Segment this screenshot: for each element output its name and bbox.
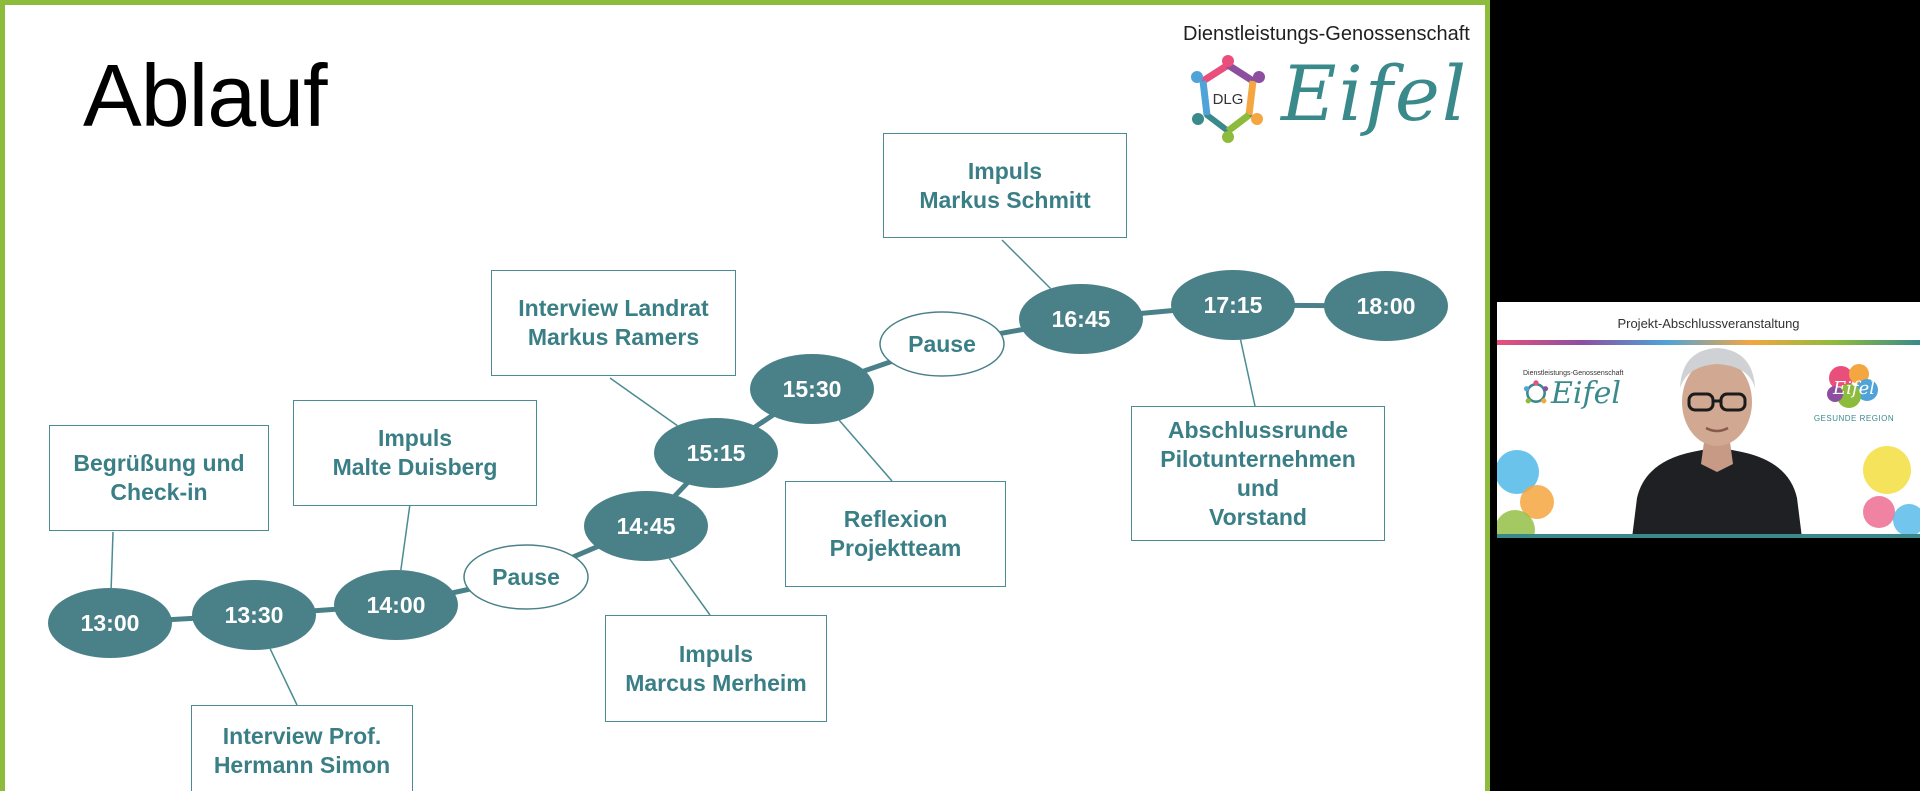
webcam-dlg-logo: Dienstleistungs-Genossenschaft Eifel bbox=[1523, 370, 1643, 411]
time-node: 18:00 bbox=[1324, 271, 1448, 341]
slide-title: Ablauf bbox=[83, 46, 328, 145]
logo-name: Eifel bbox=[1281, 49, 1469, 138]
dlg-people-circle-icon bbox=[1523, 380, 1549, 404]
pause-label: Pause bbox=[908, 331, 976, 357]
time-label: 15:15 bbox=[687, 440, 746, 466]
webcam-logo-name: Eifel bbox=[1551, 376, 1621, 411]
session-leader-line bbox=[1239, 339, 1256, 407]
time-ellipse bbox=[192, 580, 316, 650]
time-label: 14:45 bbox=[617, 513, 676, 539]
gesunde-region-logo: Eifel GESUNDE REGION bbox=[1809, 360, 1899, 430]
session-leader-line bbox=[838, 419, 893, 482]
webcam-bottom-stripe bbox=[1497, 534, 1920, 538]
time-node: 17:15 bbox=[1171, 270, 1295, 340]
pause-label: Pause bbox=[492, 564, 560, 590]
session-leader-line bbox=[609, 377, 678, 427]
gesunde-region-tagline: GESUNDE REGION bbox=[1813, 414, 1895, 423]
session-leader-line bbox=[400, 503, 411, 571]
time-ellipse bbox=[334, 570, 458, 640]
time-ellipse bbox=[750, 354, 874, 424]
time-label: 13:30 bbox=[225, 602, 284, 628]
time-node: 15:15 bbox=[654, 418, 778, 488]
time-label: 13:00 bbox=[81, 610, 140, 636]
webcam-title: Projekt-Abschlussveranstaltung bbox=[1617, 316, 1800, 331]
logo-badge: DLG bbox=[1213, 91, 1244, 108]
session-box: Abschlussrunde Pilotunternehmen und Vors… bbox=[1131, 406, 1385, 541]
time-label: 16:45 bbox=[1052, 306, 1111, 332]
time-ellipse bbox=[1171, 270, 1295, 340]
time-node: 16:45 bbox=[1019, 284, 1143, 354]
time-ellipse bbox=[584, 491, 708, 561]
dlg-eifel-logo: Dienstleistungs-Genossenschaft DLG Eifel bbox=[1173, 23, 1473, 143]
session-box: Reflexion Projektteam bbox=[785, 481, 1006, 587]
gesunde-region-name: Eifel bbox=[1832, 378, 1875, 399]
time-label: 18:00 bbox=[1357, 293, 1416, 319]
session-leader-line bbox=[269, 648, 298, 706]
time-node: 15:30 bbox=[750, 354, 874, 424]
time-ellipse bbox=[654, 418, 778, 488]
time-label: 17:15 bbox=[1204, 292, 1263, 318]
time-label: 15:30 bbox=[783, 376, 842, 402]
session-leader-line bbox=[110, 531, 114, 589]
logo-tagline: Dienstleistungs-Genossenschaft bbox=[1183, 23, 1470, 45]
session-box: Impuls Marcus Merheim bbox=[605, 615, 827, 722]
pause-node: Pause bbox=[879, 311, 1005, 377]
session-box: Impuls Malte Duisberg bbox=[293, 400, 537, 506]
pause-ellipse bbox=[463, 544, 589, 610]
session-box: Interview Prof. Hermann Simon bbox=[191, 705, 413, 791]
session-leader-line bbox=[1001, 239, 1052, 290]
webcam-color-stripe bbox=[1497, 340, 1920, 345]
time-ellipse bbox=[48, 588, 172, 658]
time-node: 14:45 bbox=[584, 491, 708, 561]
session-box: Interview Landrat Markus Ramers bbox=[491, 270, 736, 376]
dlg-people-circle-icon: DLG bbox=[1191, 55, 1265, 143]
time-ellipse bbox=[1019, 284, 1143, 354]
pause-ellipse bbox=[879, 311, 1005, 377]
pause-node: Pause bbox=[463, 544, 589, 610]
webcam-video[interactable]: Projekt-Abschlussveranstaltung Dienstlei… bbox=[1497, 302, 1920, 538]
time-node: 14:00 bbox=[334, 570, 458, 640]
session-box: Impuls Markus Schmitt bbox=[883, 133, 1127, 238]
webcam-logo-tagline: Dienstleistungs-Genossenschaft bbox=[1523, 370, 1624, 377]
session-leader-line bbox=[668, 557, 711, 616]
webcam-presenter bbox=[1497, 348, 1920, 538]
gesunde-region-icon: Eifel bbox=[1827, 364, 1878, 408]
time-node: 13:00 bbox=[48, 588, 172, 658]
session-box: Begrüßung und Check-in bbox=[49, 425, 269, 531]
time-ellipse bbox=[1324, 271, 1448, 341]
time-node: 13:30 bbox=[192, 580, 316, 650]
presentation-slide: Ablauf Dienstleistungs-Genossenschaft DL… bbox=[0, 0, 1490, 791]
time-label: 14:00 bbox=[367, 592, 426, 618]
